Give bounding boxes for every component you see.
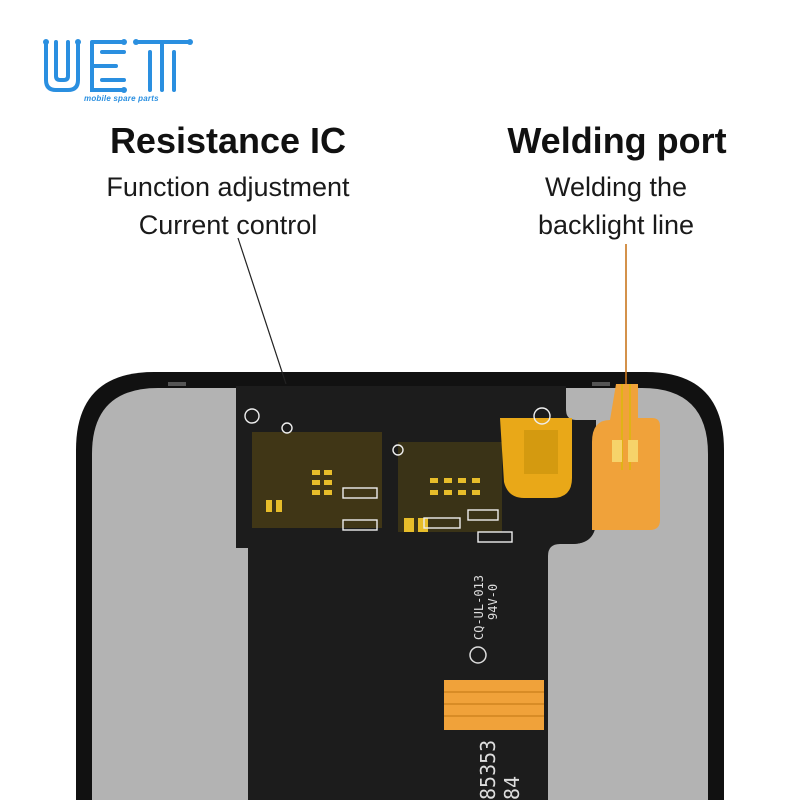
pcb-serial: 85353 bbox=[476, 739, 500, 800]
display-ribbon-cable bbox=[444, 680, 544, 730]
logo-tagline: mobile spare parts bbox=[84, 94, 159, 103]
callout-desc-welding-port: Welding the backlight line bbox=[500, 168, 732, 244]
callout-line: Current control bbox=[138, 210, 318, 240]
callout-line: backlight line bbox=[537, 210, 695, 240]
brand-logo bbox=[43, 39, 193, 93]
callout-desc-resistance-ic: Function adjustment Current control bbox=[70, 168, 386, 244]
pcb-part-code: CQ-UL-013 bbox=[472, 574, 486, 640]
callout-title-resistance-ic: Resistance IC bbox=[109, 120, 347, 161]
pcb-serial-suffix: 84 bbox=[500, 775, 524, 800]
callout-leader-resistance-ic bbox=[237, 237, 287, 385]
callout-line: Function adjustment bbox=[106, 172, 350, 202]
pcb-rating: 94V-0 bbox=[486, 583, 500, 620]
backlight-flex bbox=[592, 384, 660, 530]
callout-line: Welding the bbox=[544, 172, 688, 202]
callout-title-welding-port: Welding port bbox=[507, 120, 727, 161]
